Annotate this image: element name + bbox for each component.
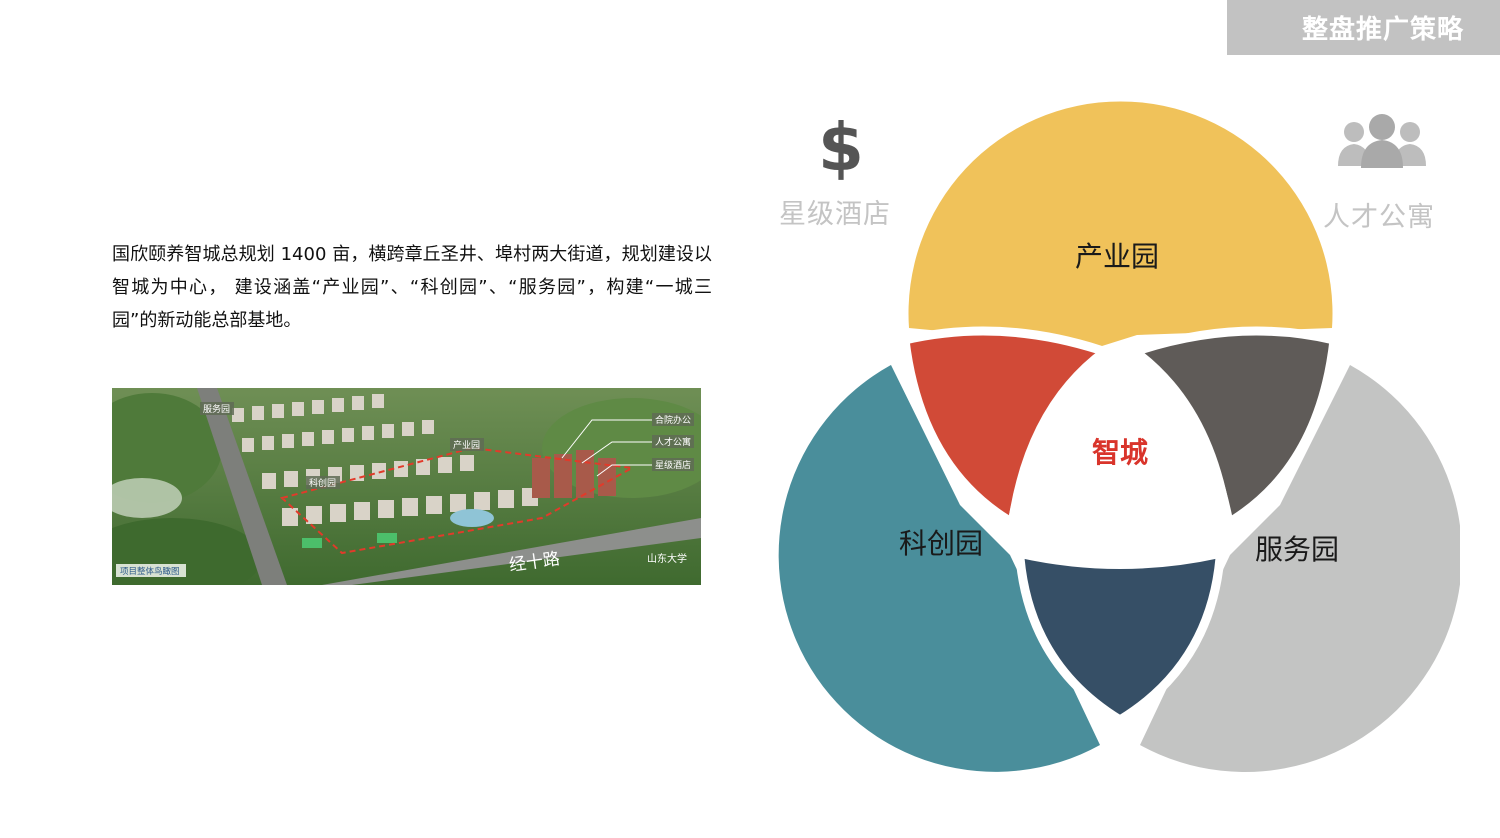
section-title-tag: 整盘推广策略 [1227, 0, 1500, 55]
industry-park-petal [908, 101, 1333, 346]
aerial-label-talent: 人才公寓 [655, 436, 691, 448]
industry-park-label: 产业园 [1075, 240, 1159, 273]
talent-apartment-label: 人才公寓 [1323, 202, 1435, 233]
service-park-label: 服务园 [1255, 533, 1339, 566]
red-inner-petal [905, 331, 1100, 520]
tech-park-label: 科创园 [899, 527, 983, 560]
aerial-caption: 项目整体鸟瞰图 [120, 566, 180, 577]
center-label: 智城 [1092, 436, 1148, 469]
aerial-label-service: 服务园 [203, 403, 230, 415]
park-diagram: 智城 产业园 科创园 服务园 [778, 101, 1460, 773]
section-title: 整盘推广策略 [1301, 15, 1464, 45]
intro-paragraph: 国欣颐养智城总规划 1400 亩，横跨章丘圣井、埠村两大街道，规划建设以智城为中… [112, 244, 712, 331]
gray-inner-petal [1140, 331, 1334, 520]
center-zone [1008, 344, 1232, 567]
aerial-label-university: 山东大学 [647, 552, 687, 565]
aerial-label-hotel: 星级酒店 [655, 459, 691, 471]
hotel-label: 星级酒店 [779, 199, 891, 230]
svg-text:$: $ [818, 112, 864, 182]
people-icon [1338, 114, 1426, 168]
service-park-petal [1140, 365, 1460, 773]
aerial-view-image: 服务园 产业园 科创园 合院办公 人才公寓 星级酒店 经十路 山东大学 项目整体… [112, 388, 701, 585]
navy-inner-petal [1020, 558, 1220, 720]
aerial-label-tech: 科创园 [309, 477, 336, 489]
tech-park-petal [778, 365, 1100, 772]
aerial-label-industry: 产业园 [453, 439, 480, 451]
dollar-icon: $ [818, 112, 864, 182]
aerial-label-office: 合院办公 [655, 414, 691, 426]
